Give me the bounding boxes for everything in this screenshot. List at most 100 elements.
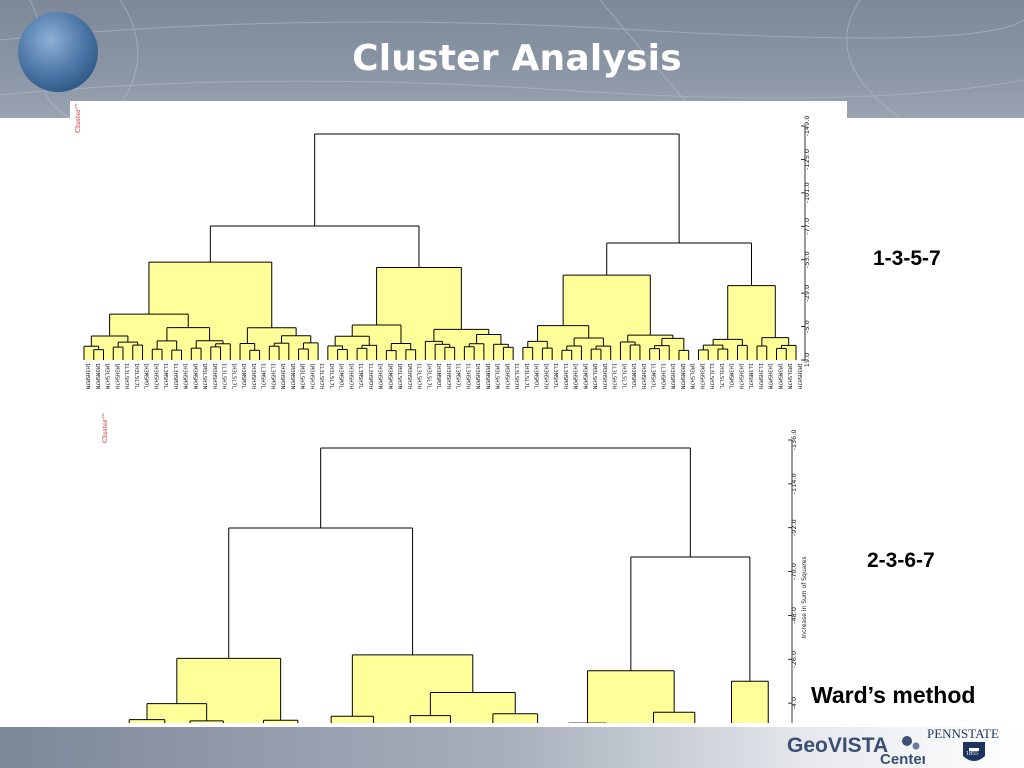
cluster-tag: Cluster™ bbox=[74, 102, 82, 133]
cluster-fill bbox=[191, 348, 202, 360]
leaf-label: 1H3H5H7H bbox=[542, 363, 548, 389]
cluster-tag: Cluster™ bbox=[101, 412, 109, 443]
leaf-label: 1L3M5H7L bbox=[747, 363, 753, 389]
leaf-label: 1H3M5M7L bbox=[240, 363, 246, 389]
leaf-label: 1M3M5M7M bbox=[484, 363, 490, 390]
leaf-label: 1H3H5M7M bbox=[572, 363, 578, 390]
cluster-fill bbox=[717, 349, 728, 360]
leaf-label: 1H3L5L7L bbox=[328, 363, 334, 389]
cluster-fill bbox=[132, 345, 143, 360]
cluster-fill bbox=[298, 348, 309, 360]
cluster-fill bbox=[649, 348, 660, 360]
leaf-label: 1L3H5M7H bbox=[367, 363, 373, 389]
leaf-label: 1H3H5M7M bbox=[182, 363, 188, 390]
pennstate-shield-icon: 1855 bbox=[963, 742, 985, 761]
globe-icon bbox=[18, 12, 98, 92]
cluster-fill bbox=[653, 712, 695, 723]
leaf-label: 1M3M5M7M bbox=[94, 363, 100, 390]
leaf-label: 1L3L5H7H bbox=[708, 363, 714, 389]
leaf-label: 1L3L5H7H bbox=[123, 363, 129, 389]
leaf-label: 1L3H5M7H bbox=[269, 363, 275, 389]
leaf-label: 1M3H5H7H bbox=[406, 363, 412, 389]
label-2-3-6-7: 2-3-6-7 bbox=[867, 549, 935, 572]
header-decoration bbox=[0, 0, 1024, 118]
axis-tick-label: -114.0 bbox=[790, 473, 798, 494]
cluster-fill bbox=[678, 350, 689, 360]
leaf-label: 1L3M5H7L bbox=[552, 363, 558, 389]
geovista-center-text: Center bbox=[880, 751, 925, 768]
cluster-fill bbox=[269, 346, 280, 360]
cluster-fill bbox=[113, 347, 124, 360]
leaf-label: 1M3L5H7M bbox=[396, 363, 402, 390]
slide-footer bbox=[0, 727, 1024, 768]
axis-tick-label: -4.0 bbox=[790, 697, 798, 710]
axis-tick-label: -136.0 bbox=[790, 430, 798, 451]
pennstate-wordmark: PENNSTATE bbox=[927, 726, 999, 741]
cluster-fill bbox=[93, 349, 104, 360]
leaf-label: 1M3H5H7H bbox=[796, 363, 802, 389]
cluster-fill bbox=[410, 715, 451, 723]
leaf-label: 1H3H5M7M bbox=[474, 363, 480, 390]
leaf-label: 1M3H5H7H bbox=[698, 363, 704, 389]
cluster-fill bbox=[129, 719, 165, 723]
cluster-fill bbox=[386, 350, 397, 360]
pennstate-logo: PENNSTATE 1855 bbox=[927, 726, 999, 761]
geovista-globe-icon bbox=[902, 736, 920, 750]
page-title: Cluster Analysis bbox=[352, 38, 682, 79]
cluster-fill bbox=[337, 349, 348, 360]
pennstate-year: 1855 bbox=[966, 751, 978, 757]
leaf-label: 1M3M5M7M bbox=[386, 363, 392, 390]
cluster-fill bbox=[542, 348, 553, 360]
cluster-fill bbox=[698, 349, 709, 360]
axis-tick-label: -53.0 bbox=[803, 251, 811, 268]
cluster-fill bbox=[591, 349, 601, 360]
axis-tick-label: 19.0 bbox=[803, 353, 811, 367]
axis-tick-label: -92.0 bbox=[790, 519, 798, 536]
cluster-fill bbox=[444, 347, 455, 360]
leaf-label: 1H3M5M7L bbox=[435, 363, 441, 389]
label-1-3-5-7: 1-3-5-7 bbox=[873, 247, 941, 270]
axis-tick-label: -29.0 bbox=[803, 285, 811, 302]
leaf-label: 1H3H5H7H bbox=[445, 363, 451, 389]
cluster-fill bbox=[731, 681, 769, 723]
leaf-label: 1H3H5H7H bbox=[250, 363, 256, 389]
leaf-label: 1M3M5M7M bbox=[776, 363, 782, 390]
leaf-label: 1M3L5H7M bbox=[299, 363, 305, 390]
cluster-fill bbox=[776, 348, 787, 360]
leaf-label: 1M3H5H7H bbox=[308, 363, 314, 389]
cluster-fill bbox=[263, 720, 298, 723]
cluster-fill bbox=[210, 346, 221, 360]
leaf-label: 1H3L5L7L bbox=[718, 363, 724, 389]
leaf-label: 1H3L5L7L bbox=[523, 363, 529, 389]
leaf-label: 1L3M5H7L bbox=[162, 363, 168, 389]
cluster-fill bbox=[756, 346, 767, 360]
axis-tick-label: -101.0 bbox=[803, 182, 811, 203]
leaf-label: 1H3L5L7L bbox=[620, 363, 626, 389]
cluster-fill bbox=[171, 350, 182, 360]
cluster-fill bbox=[630, 344, 640, 360]
leaf-label: 1M3L5H7M bbox=[494, 363, 500, 390]
leaf-label: 1H3M5M7L bbox=[630, 363, 636, 389]
leaf-label: 1H3L5L7L bbox=[425, 363, 431, 389]
cluster-fill bbox=[146, 703, 207, 723]
leaf-label: 1H3H5H7H bbox=[737, 363, 743, 389]
axis-tick-label: -70.0 bbox=[790, 563, 798, 580]
leaf-label: 1H3M5M7L bbox=[143, 363, 149, 389]
cluster-fill bbox=[152, 349, 163, 360]
cluster-fill bbox=[357, 348, 367, 360]
axis-title: Increase in Sum of Squares bbox=[801, 557, 808, 639]
leaf-label: 1L3L5H7H bbox=[611, 363, 617, 389]
slide-header: Cluster Analysis bbox=[0, 0, 1024, 118]
cluster-fill bbox=[737, 345, 748, 360]
leaf-label: 1L3L5H7H bbox=[513, 363, 519, 389]
geovista-logo: GeoVISTA Center bbox=[787, 734, 925, 768]
cluster-fill bbox=[190, 720, 224, 723]
axis-tick-label: -5.0 bbox=[803, 320, 811, 333]
leaf-label: 1L3H5M7H bbox=[659, 363, 665, 389]
leaf-label: 1H3L5L7L bbox=[133, 363, 139, 389]
leaf-label: 1H3H5H7H bbox=[152, 363, 158, 389]
leaf-label: 1L3H5M7H bbox=[562, 363, 568, 389]
leaf-label: 1L3H5M7H bbox=[172, 363, 178, 389]
